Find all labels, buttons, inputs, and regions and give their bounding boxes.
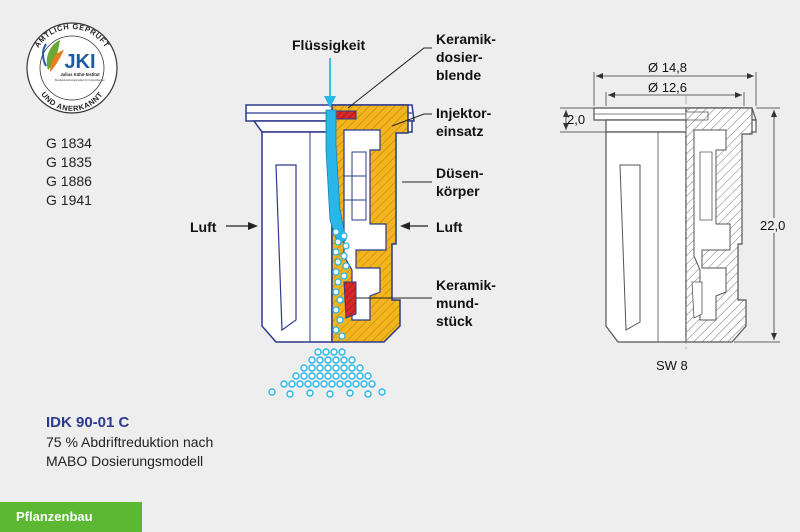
logo-letters: JKI (64, 51, 95, 73)
label-ceramic-dosing-orifice: Keramik- dosier- blende (436, 30, 496, 84)
jki-logo: AMTLICH GEPRÜFT UND ANERKANNT JKI Julius… (26, 22, 118, 114)
logo-org-line2: Bundesforschungsinstitut für Kulturpflan… (55, 78, 106, 82)
label-ceramic-mouthpiece: Keramik- mund- stück (436, 276, 496, 330)
label-line: körper (436, 183, 480, 199)
nozzle-body-exterior (261, 131, 333, 343)
dim-outer-diameter: Ø 14,8 (648, 60, 688, 75)
ceramic-mouthpiece (343, 281, 357, 319)
product-description-line1: 75 % Abdriftreduktion nach (46, 434, 214, 450)
label-line: blende (436, 67, 482, 83)
label-nozzle-body: Düsen- körper (436, 164, 483, 200)
label-line: dosier- (436, 49, 483, 65)
label-line: Injektor- (436, 105, 492, 121)
label-line: mund- (436, 295, 479, 311)
registration-code: G 1886 (46, 173, 92, 189)
product-description-line2: MABO Dosierungsmodell (46, 453, 204, 469)
label-line: Düsen- (436, 165, 484, 181)
leader-ceramic-dosing (347, 47, 432, 109)
registration-code: G 1835 (46, 154, 92, 170)
label-line: Keramik- (436, 31, 496, 47)
dim-wrench-size: SW 8 (656, 358, 688, 373)
label-line: Keramik- (436, 277, 496, 293)
label-air-right: Luft (436, 219, 463, 235)
product-name: IDK 90-01 C (46, 414, 130, 431)
category-badge: Pflanzenbau (0, 502, 142, 532)
label-line: stück (436, 313, 473, 329)
registration-code: G 1834 (46, 135, 92, 151)
fluid-channel (325, 109, 347, 245)
dim-inner-diameter: Ø 12,6 (648, 80, 688, 95)
label-air-left: Luft (190, 219, 217, 235)
label-line: einsatz (436, 123, 484, 139)
label-fluid: Flüssigkeit (292, 37, 366, 53)
leader-injector (391, 113, 432, 127)
technical-drawing (560, 72, 780, 352)
spray-droplets (268, 348, 386, 398)
nozzle-cutaway (226, 47, 432, 398)
leaf-icon (46, 40, 60, 70)
registration-codes: G 1834 G 1835 G 1886 G 1941 (46, 134, 92, 210)
logo-org-line1: Julius Kühn-Institut (60, 72, 100, 77)
registration-code: G 1941 (46, 192, 92, 208)
dim-total-height: 22,0 (760, 218, 786, 233)
dim-flange-height: 2,0 (567, 112, 586, 127)
air-bubbles (332, 228, 350, 340)
label-injector-insert: Injektor- einsatz (436, 104, 491, 140)
